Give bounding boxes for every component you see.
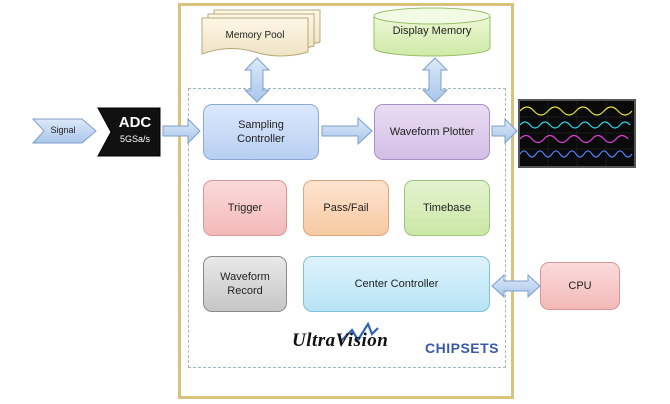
waveform-plotter-block: Waveform Plotter: [374, 104, 490, 160]
trace-cyan: [519, 121, 631, 129]
trace-yellow: [519, 106, 633, 116]
adc-rate: 5GSa/s: [119, 134, 150, 144]
trigger-label: Trigger: [227, 202, 263, 214]
adc-to-sampling-arrow: [162, 117, 201, 145]
sampling-controller-block: Sampling Controller: [203, 104, 319, 160]
waveform-record-block: Waveform Record: [203, 256, 287, 312]
center-controller-label: Center Controller: [354, 278, 439, 290]
signal-label: Signal: [50, 125, 76, 135]
ultravision-logo: UltraVision: [292, 330, 389, 351]
chipsets-logo: CHIPSETS: [425, 340, 500, 356]
timebase-label: Timebase: [423, 202, 471, 214]
trace-magenta: [519, 134, 629, 144]
center-controller-block: Center Controller: [303, 256, 490, 312]
memory-pool-label: Memory Pool: [225, 30, 285, 41]
pass-fail-block: Pass/Fail: [303, 180, 389, 236]
plotter-to-display-arrow: [491, 117, 518, 145]
trigger-block: Trigger: [203, 180, 287, 236]
display-memory-shape: [373, 7, 491, 57]
adc-shape: [97, 107, 161, 157]
sampling-to-plotter-arrow: [321, 116, 373, 146]
inner-dashed-region: [188, 88, 506, 368]
outer-frame: [178, 3, 514, 399]
signal-shape: [31, 118, 97, 144]
trace-blue: [519, 150, 633, 158]
sampling-controller-line2: Controller: [237, 133, 285, 145]
sampling-controller-line1: Sampling: [238, 119, 284, 131]
adc-title: ADC: [118, 114, 152, 131]
oscilloscope-display: [518, 99, 636, 168]
waveform-traces: [519, 101, 634, 166]
display-memory-label: Display Memory: [392, 25, 472, 37]
waveform-plotter-label: Waveform Plotter: [389, 126, 475, 138]
waveform-record-line1: Waveform: [220, 271, 270, 283]
waveform-record-line2: Record: [227, 285, 263, 297]
display-memory-plotter-arrow: [421, 57, 449, 103]
pass-fail-label: Pass/Fail: [323, 202, 369, 214]
cpu-block: CPU: [540, 262, 620, 310]
cpu-label: CPU: [568, 280, 592, 292]
center-cpu-arrow: [491, 273, 541, 299]
ultravision-swoosh-icon: [339, 322, 379, 343]
memory-pool-shape: [201, 9, 321, 57]
memory-pool-sampling-arrow: [243, 57, 271, 103]
timebase-block: Timebase: [404, 180, 490, 236]
